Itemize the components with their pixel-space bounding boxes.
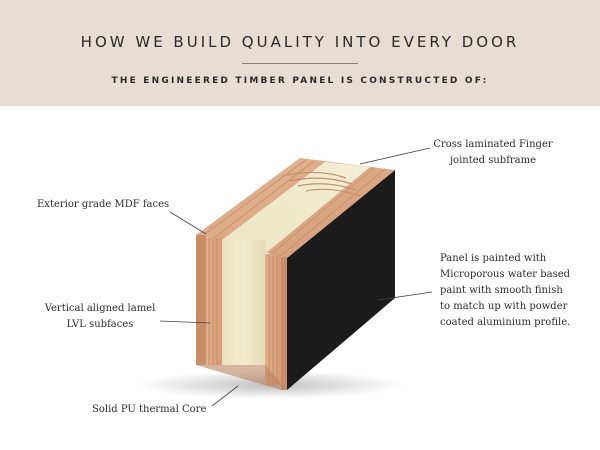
callout-lvl-line-2: LVL subfaces	[66, 319, 134, 330]
front-pu-core	[222, 240, 265, 365]
front-left-lvl	[206, 238, 222, 365]
callout-paint-line-5: coated aluminium profile.	[440, 317, 571, 328]
callout-lvl: Vertical aligned lamel LVL subfaces	[30, 301, 170, 333]
page-title: HOW WE BUILD QUALITY INTO EVERY DOOR	[80, 33, 520, 51]
top-face-lamel-lines	[204, 159, 386, 258]
callout-paint-line-2: Microporous water based	[440, 269, 571, 280]
callout-subframe-line-2: jointed subframe	[449, 155, 537, 166]
bottom-edge	[196, 365, 287, 390]
callout-paint: Panel is painted with Microporous water …	[440, 251, 570, 331]
front-left-mdf-face	[196, 235, 206, 365]
title-divider	[242, 63, 358, 64]
callout-mdf-line-1: Exterior grade MDF faces	[37, 199, 170, 210]
callout-subframe-line-1: Cross laminated Finger	[433, 139, 553, 150]
leader-lvl	[159, 320, 211, 324]
leader-core	[211, 385, 239, 407]
leader-paint	[377, 291, 433, 301]
callout-leader-lines	[159, 147, 433, 407]
finger-joint-subframe	[281, 171, 361, 197]
callout-core-line-1: Solid PU thermal Core	[92, 404, 207, 415]
leader-mdf	[169, 211, 207, 235]
leader-subframe	[359, 147, 431, 165]
page-subtitle: THE ENGINEERED TIMBER PANEL IS CONSTRUCT…	[111, 76, 489, 86]
callout-paint-line-4: to match up with powder	[440, 301, 568, 312]
lvl-lamel-lines	[208, 238, 278, 387]
front-right-mdf-face	[281, 257, 287, 390]
callout-paint-line-3: paint with smooth finish	[440, 285, 563, 296]
callout-mdf: Exterior grade MDF faces	[37, 197, 169, 213]
callout-subframe: Cross laminated Finger jointed subframe	[418, 137, 568, 169]
callout-core: Solid PU thermal Core	[92, 402, 206, 418]
painted-side-face	[287, 170, 395, 390]
callout-paint-line-1: Panel is painted with	[440, 253, 547, 264]
callout-lvl-line-1: Vertical aligned lamel	[44, 303, 156, 314]
header-banner	[0, 0, 600, 106]
